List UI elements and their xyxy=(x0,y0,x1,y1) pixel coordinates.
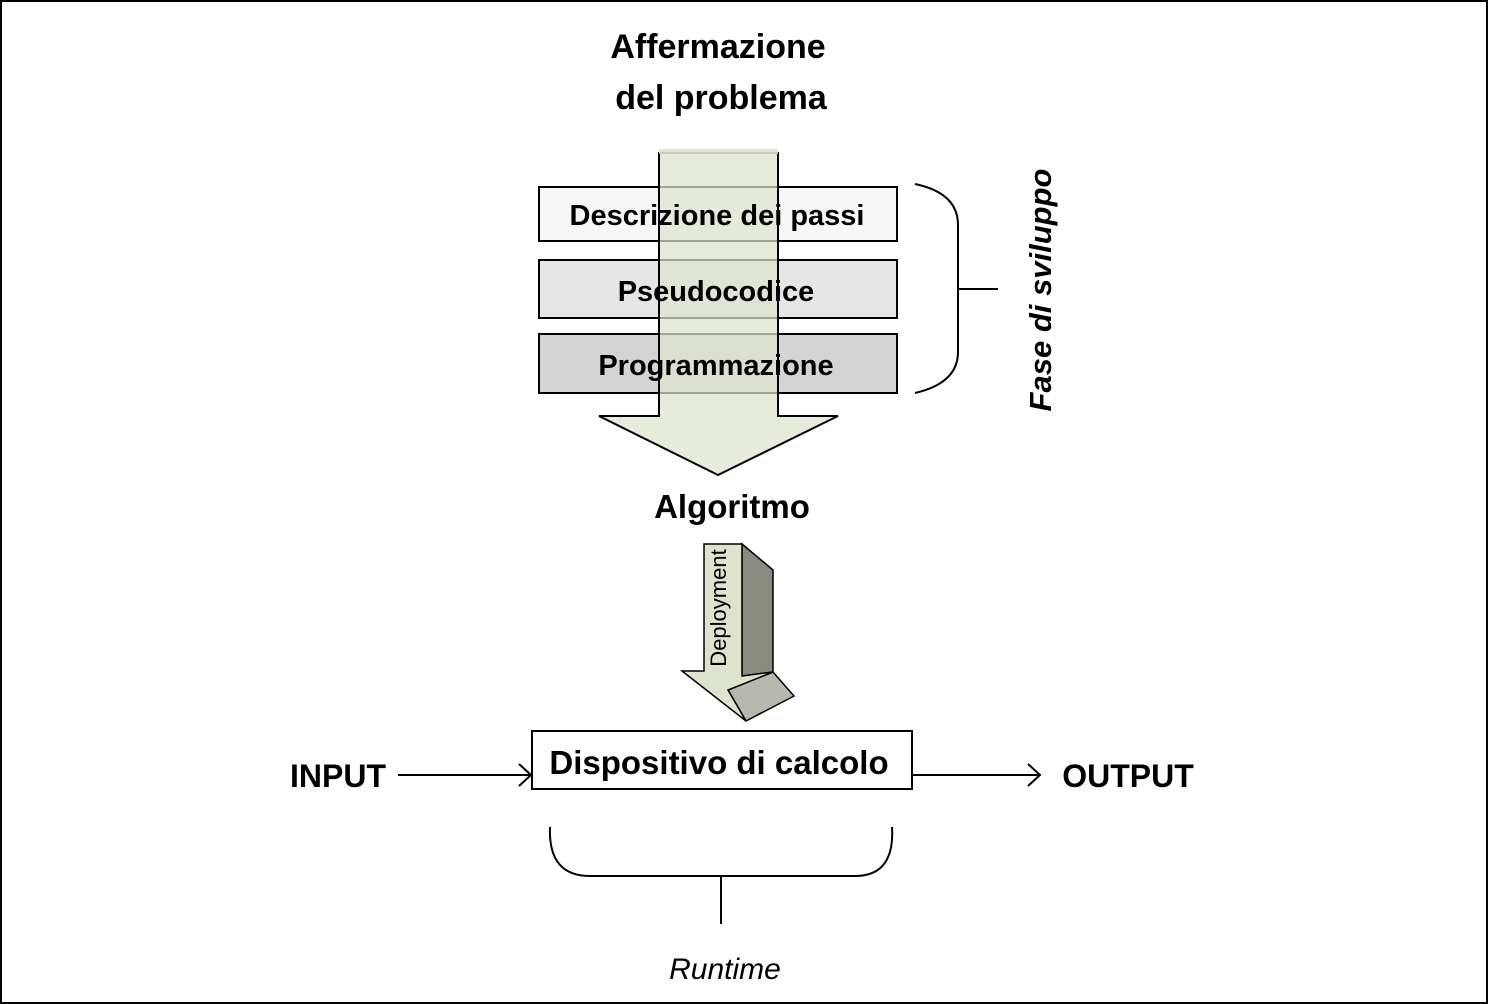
output-label: OUTPUT xyxy=(1062,758,1194,794)
step-label-pseudocode: Pseudocodice xyxy=(618,276,815,308)
deployment-arrow-side xyxy=(741,542,774,677)
runtime-brace xyxy=(548,826,894,877)
input-label: INPUT xyxy=(290,758,386,794)
step-label-description: Descrizione dei passi xyxy=(570,200,865,232)
algorithm-label: Algoritmo xyxy=(654,488,810,525)
deployment-arrow: Deployment xyxy=(679,542,796,722)
runtime-label: Runtime xyxy=(669,953,781,986)
step-label-programming: Programmazione xyxy=(598,350,833,382)
computing-device-box xyxy=(531,730,913,790)
development-flow-arrow xyxy=(598,152,839,477)
problem-statement-title-line2: del problema xyxy=(615,79,828,117)
development-phase-brace xyxy=(914,183,959,394)
output-arrow xyxy=(913,763,1042,787)
input-arrow xyxy=(398,763,533,787)
problem-statement-title-line1: Affermazione xyxy=(610,28,825,66)
computing-device-label: Dispositivo di calcolo xyxy=(549,744,888,781)
development-flow-arrow-cap xyxy=(659,149,778,154)
deployment-label: Deployment xyxy=(706,549,731,666)
deployment-arrow-front xyxy=(679,543,774,722)
development-phase-label: Fase di sviluppo xyxy=(1023,169,1058,412)
